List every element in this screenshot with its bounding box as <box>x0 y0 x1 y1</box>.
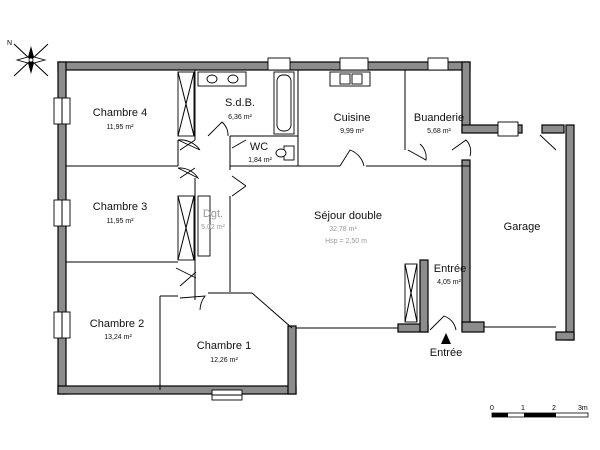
double-sink-icon <box>197 71 247 87</box>
room-chambre4-area: 11,95 m² <box>106 124 134 131</box>
room-cuisine-name: Cuisine <box>334 112 371 124</box>
room-chambre3-name: Chambre 3 <box>93 201 147 213</box>
windows <box>53 57 519 401</box>
room-wc-area: 1,84 m² <box>248 157 272 164</box>
room-sdb-name: S.d.B. <box>225 97 255 109</box>
scale-bar: 0 1 2 3m <box>490 405 589 418</box>
scale-tick-3: 3m <box>578 405 588 412</box>
compass-north-letter: N <box>7 40 12 47</box>
room-wc-name: WC <box>250 141 268 153</box>
fixtures <box>177 71 418 323</box>
room-buanderie-area: 5,68 m² <box>427 128 451 135</box>
room-dgt-area: 5,02 m² <box>201 224 225 231</box>
room-garage-name: Garage <box>504 221 541 233</box>
entrance-label: Entrée <box>430 347 462 359</box>
room-buanderie-name: Buanderie <box>414 112 464 124</box>
room-sdb-area: 6,36 m² <box>228 114 252 121</box>
room-chambre1-name: Chambre 1 <box>197 340 251 352</box>
doors <box>175 121 557 331</box>
room-entree-name: Entrée <box>434 263 466 275</box>
room-chambre2-area: 13,24 m² <box>104 334 132 341</box>
room-labels: Chambre 4 11,95 m² S.d.B. 6,36 m² Cuisin… <box>90 97 541 364</box>
entrance-arrow-icon <box>441 333 451 344</box>
scale-tick-2: 2 <box>552 405 556 412</box>
room-sejour-height: Hsp = 2,50 m <box>325 238 367 245</box>
scale-tick-1: 1 <box>521 405 525 412</box>
room-chambre3-area: 11,95 m² <box>106 218 134 225</box>
cupboard-icon <box>197 195 211 257</box>
room-chambre4-name: Chambre 4 <box>93 107 147 119</box>
room-entree-area: 4,05 m² <box>437 279 461 286</box>
room-sejour-area: 32,78 m² <box>329 226 357 233</box>
outer-walls <box>57 61 575 395</box>
scale-tick-0: 0 <box>490 405 494 412</box>
room-cuisine-area: 9,99 m² <box>340 128 364 135</box>
room-chambre1-area: 12,26 m² <box>210 357 238 364</box>
room-chambre2-name: Chambre 2 <box>90 318 144 330</box>
room-sejour-name: Séjour double <box>314 210 382 222</box>
interior-walls <box>66 70 556 390</box>
room-dgt-name: Dgt. <box>203 208 223 220</box>
compass-rose-icon: N <box>7 40 49 77</box>
